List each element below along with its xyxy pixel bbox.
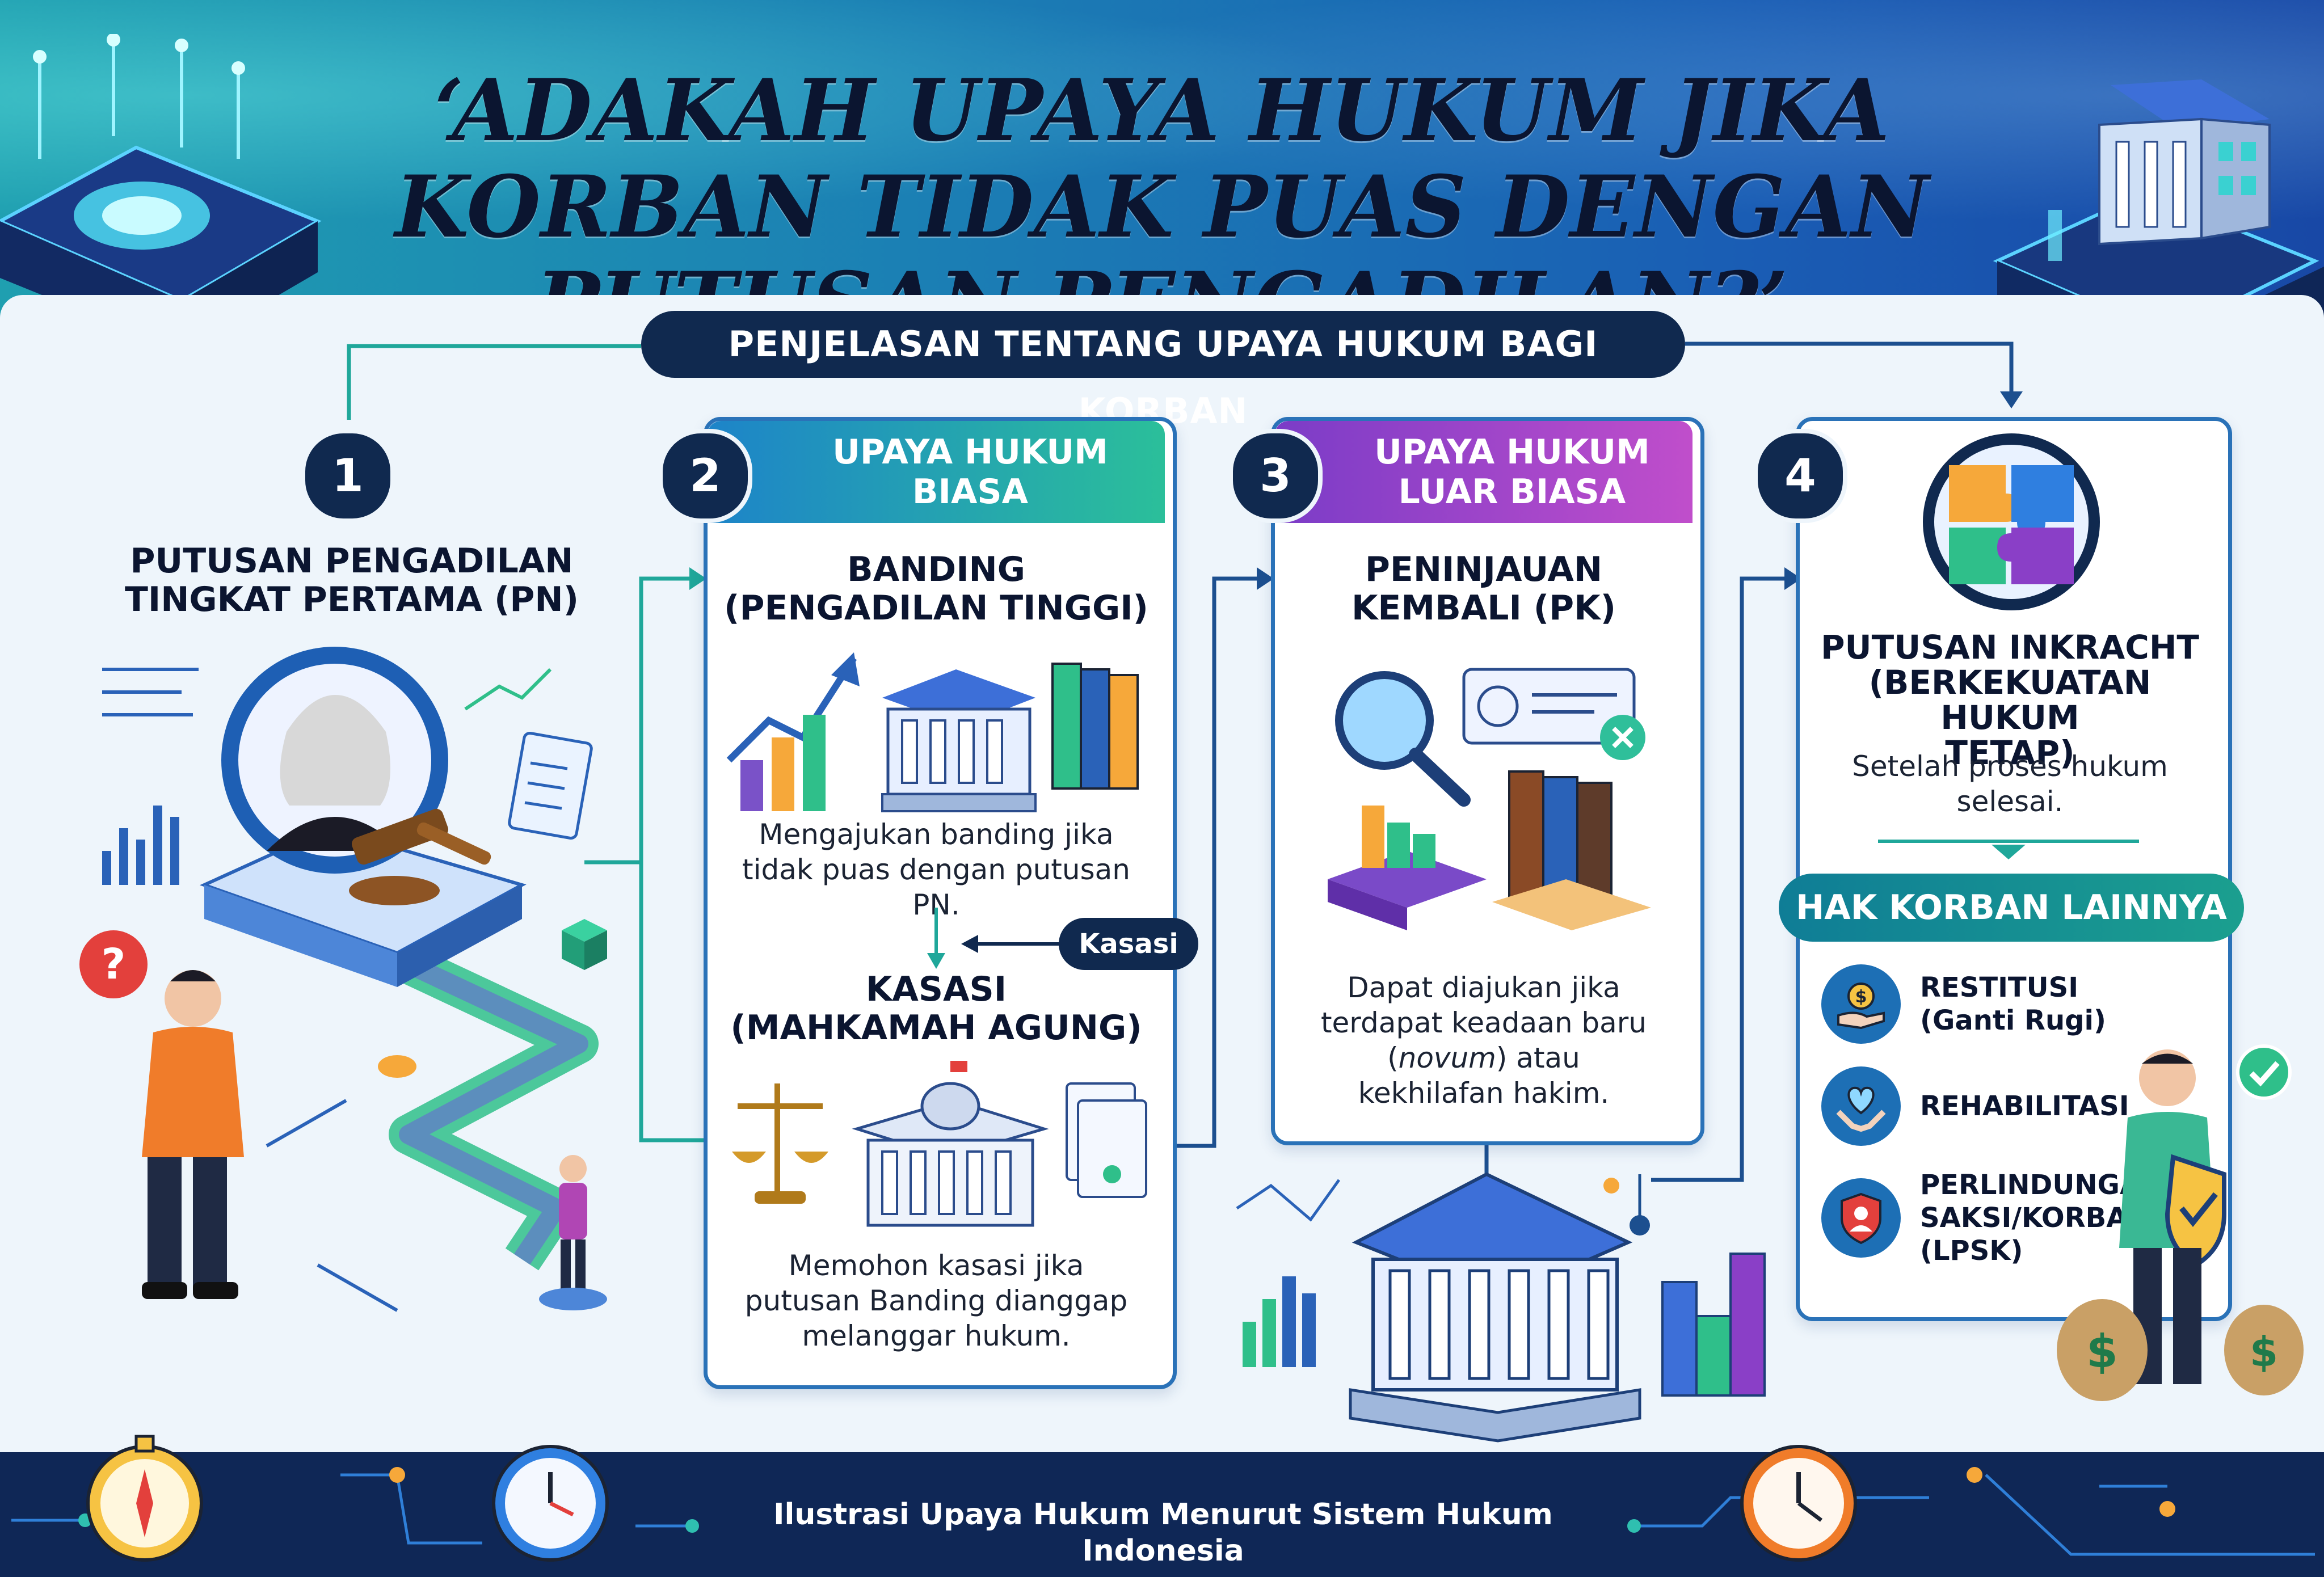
- footer-bar: [0, 1452, 2324, 1577]
- kasasi-text: Memohon kasasi jika putusan Banding dian…: [744, 1249, 1128, 1352]
- judge-podium-illustration: ?: [79, 647, 607, 1312]
- coin-hand-icon: $: [1821, 964, 1901, 1044]
- subtitle-pill: PENJELASAN TENTANG UPAYA HUKUM BAGI KORB…: [641, 311, 1685, 432]
- pk-text-line4: kekhilafan hakim.: [1358, 1077, 1610, 1110]
- header-background: [0, 0, 2324, 318]
- rehabilitasi-item: REHABILITASI: [1821, 1066, 2129, 1146]
- pk-illustration: [1328, 668, 1651, 930]
- banding-text: Mengajukan banding jika tidak puas denga…: [742, 818, 1130, 921]
- step-3-band-label: UPAYA HUKUM LUAR BIASA: [1374, 432, 1650, 512]
- svg-text:$: $: [2250, 1328, 2278, 1376]
- kasasi-heading: KASASI (MAHKAMAH AGUNG): [730, 969, 1142, 1048]
- svg-text:$: $: [2086, 1325, 2118, 1378]
- inkracht-text: Setelah proses hukum selesai.: [1852, 750, 2168, 818]
- step-2-number: 2: [658, 429, 752, 523]
- banding-illustration: [726, 652, 1139, 812]
- step-3-card: [1271, 417, 1704, 1145]
- perlindungan-label: PERLINDUNGAN SAKSI/KORBAN (LPSK): [1920, 1169, 2164, 1267]
- compass-icon: [86, 1435, 203, 1562]
- protected-person-illustration: $ $: [2057, 1044, 2304, 1401]
- courthouse-center-illustration: [1236, 1172, 1766, 1443]
- step-1-heading: PUTUSAN PENGADILAN TINGKAT PERTAMA (PN): [124, 541, 579, 619]
- pk-text-line3-tail: atau: [1507, 1042, 1580, 1074]
- down-arrow-icon: [927, 908, 945, 969]
- pk-text-line3: (novum) atau: [1387, 1042, 1580, 1074]
- puzzle-icon: [1923, 433, 2100, 610]
- shield-person-icon: [1821, 1178, 1901, 1258]
- header-glow: [0, 0, 2324, 318]
- heart-hands-icon: [1821, 1066, 1901, 1146]
- left-arrow-icon: [961, 935, 1061, 953]
- pk-text-line2: terdapat keadaan baru: [1320, 1006, 1647, 1039]
- footer-caption: Ilustrasi Upaya Hukum Menurut Sistem Huk…: [773, 1498, 1553, 1568]
- pk-heading: PENINJAUAN KEMBALI (PK): [1351, 550, 1616, 628]
- kasasi-pill: Kasasi: [1059, 918, 1198, 970]
- inkracht-heading: PUTUSAN INKRACHT (BERKEKUATAN HUKUM TETA…: [1821, 628, 2199, 772]
- perlindungan-item: PERLINDUNGAN SAKSI/KORBAN (LPSK): [1821, 1169, 2163, 1267]
- hak-korban-pill: HAK KORBAN LAINNYA: [1779, 874, 2244, 942]
- step-2-band: UPAYA HUKUM BIASA: [708, 421, 1165, 523]
- rehabilitasi-label: REHABILITASI: [1920, 1090, 2129, 1122]
- clock-left-icon: [492, 1445, 609, 1562]
- svg-text:?: ?: [102, 940, 126, 989]
- svg-text:$: $: [1855, 987, 1867, 1007]
- step-3-band: UPAYA HUKUM LUAR BIASA: [1275, 421, 1693, 523]
- clock-right-icon: [1740, 1445, 1857, 1562]
- step-2-card: [704, 417, 1177, 1389]
- step-3-number: 3: [1228, 429, 1323, 523]
- novum-italic: novum: [1398, 1042, 1496, 1074]
- footer-circuit: [11, 1467, 2315, 1556]
- kasasi-illustration: [732, 1061, 1147, 1227]
- banding-heading: BANDING (PENGADILAN TINGGI): [724, 550, 1148, 628]
- restitusi-label: RESTITUSI (Ganti Rugi): [1920, 972, 2106, 1036]
- step-1-number: 1: [301, 429, 395, 523]
- pk-text-line1: Dapat diajukan jika: [1347, 971, 1620, 1004]
- divider-chevron: [1878, 840, 2139, 859]
- restitusi-item: $ RESTITUSI (Ganti Rugi): [1821, 964, 2106, 1044]
- step-4-number: 4: [1753, 429, 1847, 523]
